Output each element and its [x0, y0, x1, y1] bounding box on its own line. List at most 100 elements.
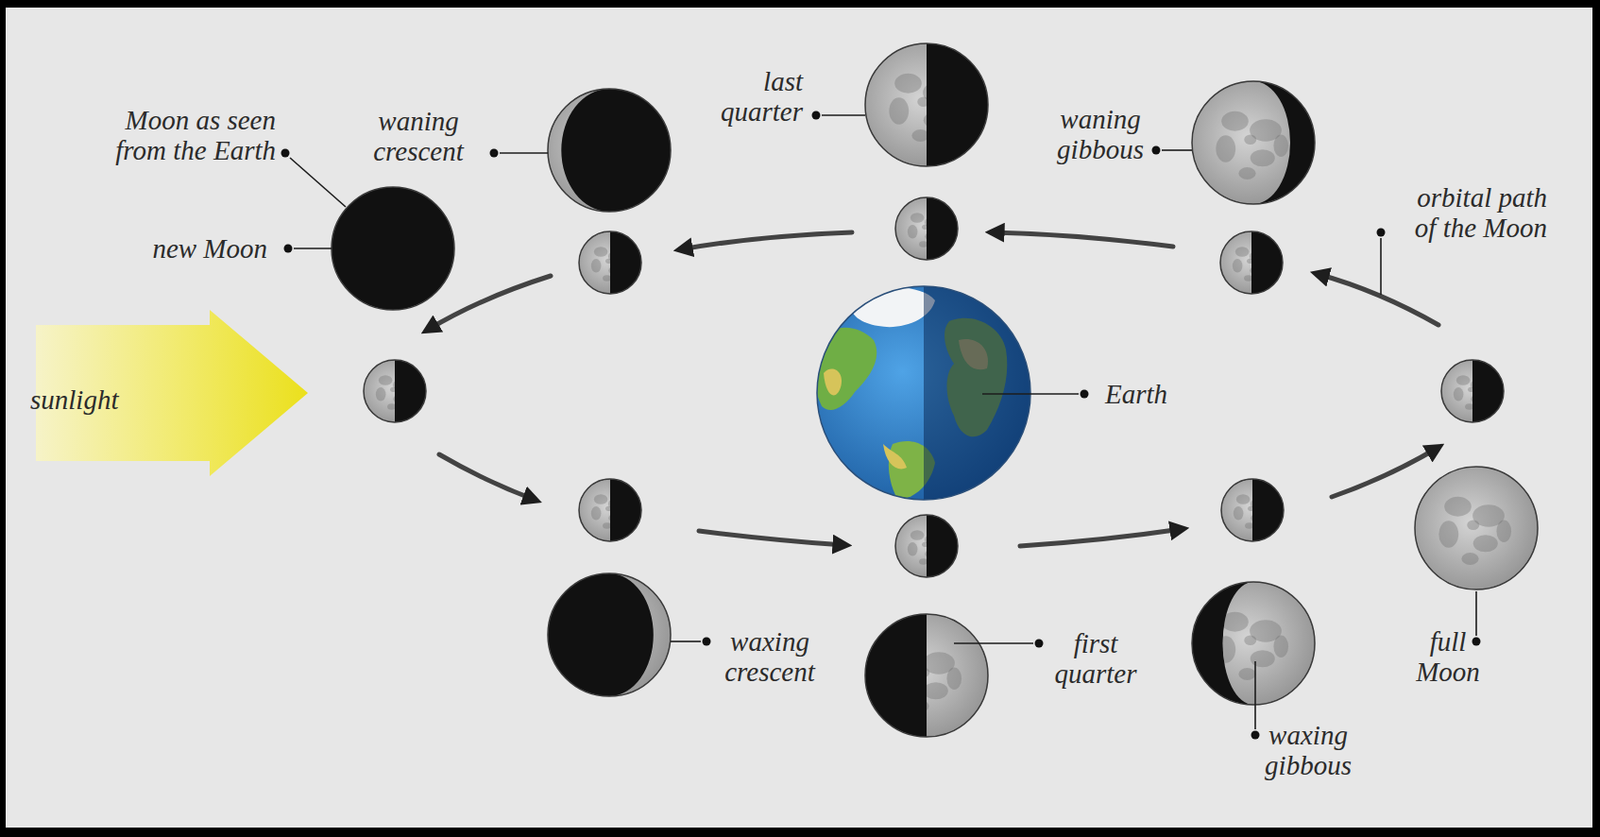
moon-part [577, 119, 605, 139]
phase-label: sunlight [30, 384, 220, 415]
moon-part [936, 542, 945, 554]
moon-symbol [865, 43, 988, 167]
moon-part [865, 613, 988, 737]
leader-lines [289, 115, 1477, 730]
moon-part [1249, 250, 1266, 262]
moon-part [1444, 496, 1472, 517]
moon-part [578, 478, 642, 542]
moon-part [1247, 506, 1255, 511]
moon-part [1238, 167, 1256, 180]
moon-part [1467, 387, 1475, 392]
moon-part [1236, 493, 1251, 505]
moon-part [1220, 231, 1283, 294]
moon-part [922, 81, 955, 103]
moon-part [578, 478, 642, 542]
moon-lit-side [1221, 478, 1284, 542]
moon-lit-side [363, 359, 426, 423]
moon-part [1461, 552, 1479, 565]
moon-part [1456, 374, 1471, 386]
moon-part [629, 142, 645, 165]
moon-part [608, 513, 621, 523]
moon-part [1414, 466, 1538, 590]
moon-figures [331, 43, 1538, 737]
earth-globe [813, 283, 1038, 511]
moon-part [608, 266, 621, 275]
moon-part [1441, 359, 1504, 423]
phase-label: new Moon [113, 233, 268, 264]
moon-part [390, 387, 397, 392]
moon-part [620, 258, 629, 271]
moon-part [895, 514, 958, 578]
moon-part [578, 478, 642, 542]
moon-part [1191, 581, 1315, 705]
moon-part [895, 197, 958, 260]
moon-part [888, 667, 909, 696]
moon-part [1273, 135, 1289, 157]
moon-part [363, 359, 426, 423]
moon-part [547, 88, 671, 212]
moon-part [405, 387, 413, 399]
moon-part [375, 387, 387, 402]
moon-symbol [1191, 581, 1315, 705]
moon-part [924, 533, 941, 545]
moon-part [605, 126, 638, 149]
moon-part [917, 97, 930, 107]
moon-part [946, 667, 962, 690]
phase-label: last quarter [689, 66, 803, 127]
moon-part [919, 240, 928, 248]
moon-part [599, 142, 613, 153]
moon-lit-side [547, 573, 671, 697]
moon-part [547, 88, 671, 212]
moon-part [606, 641, 631, 659]
moon-lit-side [1220, 231, 1283, 294]
moon-lit-side [1441, 359, 1504, 423]
moon-part [578, 231, 642, 294]
moon-part [888, 97, 909, 125]
phase-label: Earth [1105, 378, 1247, 409]
moon-part [547, 573, 671, 697]
moon-part [894, 644, 922, 664]
moon-part [547, 573, 671, 697]
moon-symbol [895, 197, 958, 260]
moon-part [924, 549, 937, 559]
moon-part [923, 681, 949, 699]
moon-symbol [895, 514, 958, 578]
moon-part [911, 129, 929, 142]
moon-part [620, 506, 629, 518]
moon-part [594, 174, 612, 188]
moon-lit-side [1191, 81, 1315, 205]
phase-label: full Moon [1410, 626, 1486, 687]
moon-part [1250, 649, 1276, 667]
moon-part [1238, 667, 1256, 681]
moon-part [594, 493, 609, 505]
phase-label: Moon as seen from the Earth [75, 104, 276, 166]
moon-part [578, 231, 642, 294]
moon-lit-side [865, 613, 988, 737]
moon-part [594, 246, 609, 257]
moon-part [591, 258, 602, 273]
moon-part [1466, 520, 1480, 530]
moon-part [1221, 478, 1284, 542]
moon-part [591, 506, 602, 521]
moon-symbol [1220, 231, 1283, 294]
moon-part [1191, 81, 1315, 205]
moon-lit-side [578, 478, 642, 542]
moon-part [1191, 581, 1315, 705]
phase-label: first quarter [1043, 628, 1148, 689]
moon-lit-side [1414, 466, 1538, 590]
moon-part [1250, 149, 1276, 167]
moon-part [1261, 258, 1270, 271]
moon-part [547, 88, 671, 212]
moon-part [921, 224, 929, 230]
moon-part [865, 43, 988, 167]
moon-lit-side [578, 231, 642, 294]
moon-part [919, 558, 928, 565]
moon-part [1453, 387, 1464, 402]
moon-part [599, 627, 613, 637]
moon-part [865, 613, 988, 737]
moon-part [895, 514, 958, 578]
moon-part [894, 73, 922, 94]
moon-part [1235, 246, 1250, 257]
moon-part [1220, 231, 1283, 294]
moon-part [1220, 231, 1283, 294]
